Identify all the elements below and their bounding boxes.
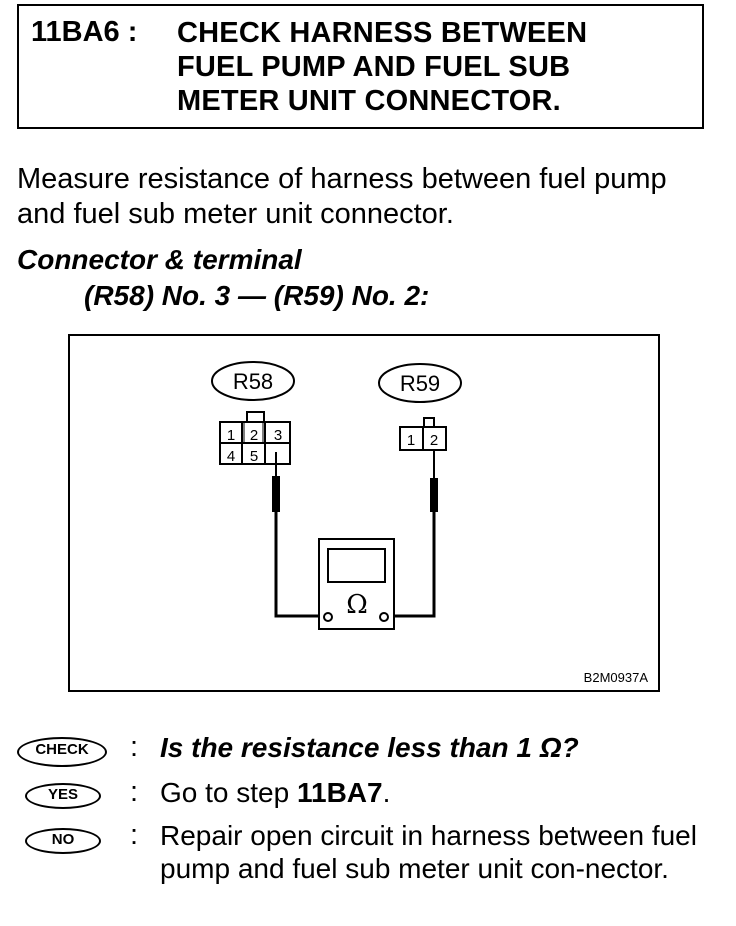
figure-id: B2M0937A — [584, 670, 649, 685]
r58-pin-5: 5 — [250, 448, 258, 465]
r58-label-ellipse — [211, 361, 295, 401]
no-text: Repair open circuit in harness between f… — [160, 820, 697, 884]
step-title: CHECK HARNESS BETWEEN FUEL PUMP AND FUEL… — [177, 17, 588, 117]
check-colon: : — [130, 731, 139, 763]
step-id: 11BA6 : — [31, 16, 138, 48]
r59-pin-2: 2 — [430, 432, 438, 449]
left-probe — [272, 452, 322, 618]
r59-pin-1: 1 — [407, 432, 415, 449]
wiring-diagram: R58 R59 1 2 3 4 5 1 2 — [68, 334, 660, 692]
yes-suffix: . — [382, 777, 391, 808]
yes-text: Go to step 11BA7. — [160, 776, 390, 809]
r59-label-ellipse — [378, 363, 462, 403]
step-header-box: 11BA6 : CHECK HARNESS BETWEEN FUEL PUMP … — [17, 4, 704, 129]
yes-badge: YES — [25, 783, 101, 809]
r58-pin-4: 4 — [227, 448, 235, 465]
no-badge: NO — [25, 828, 101, 854]
diagram-svg: R58 R59 1 2 3 4 5 1 2 — [211, 361, 649, 685]
r58-connector: 1 2 3 4 5 — [219, 411, 291, 465]
check-question: Is the resistance less than 1 Ω? — [160, 732, 579, 763]
intro-text: Measure resistance of harness between fu… — [17, 163, 667, 230]
yes-colon: : — [130, 776, 139, 808]
r58-label: R58 — [233, 369, 273, 394]
r58-pin-2: 2 — [250, 427, 258, 444]
ohm-symbol: Ω — [346, 590, 368, 620]
r59-connector: 1 2 — [399, 417, 447, 451]
yes-prefix: Go to step — [160, 777, 297, 808]
connector-spec: (R58) No. 3 — (R59) No. 2: — [84, 280, 430, 311]
check-badge: CHECK — [17, 737, 107, 767]
yes-step-link[interactable]: 11BA7 — [296, 777, 383, 808]
right-probe — [382, 450, 438, 618]
r59-label: R59 — [400, 371, 440, 396]
r58-pin-3: 3 — [274, 427, 282, 444]
no-colon: : — [130, 819, 139, 851]
connector-label: Connector & terminal — [17, 244, 302, 275]
ohmmeter: Ω — [318, 538, 395, 630]
r58-pin-1: 1 — [227, 427, 235, 444]
